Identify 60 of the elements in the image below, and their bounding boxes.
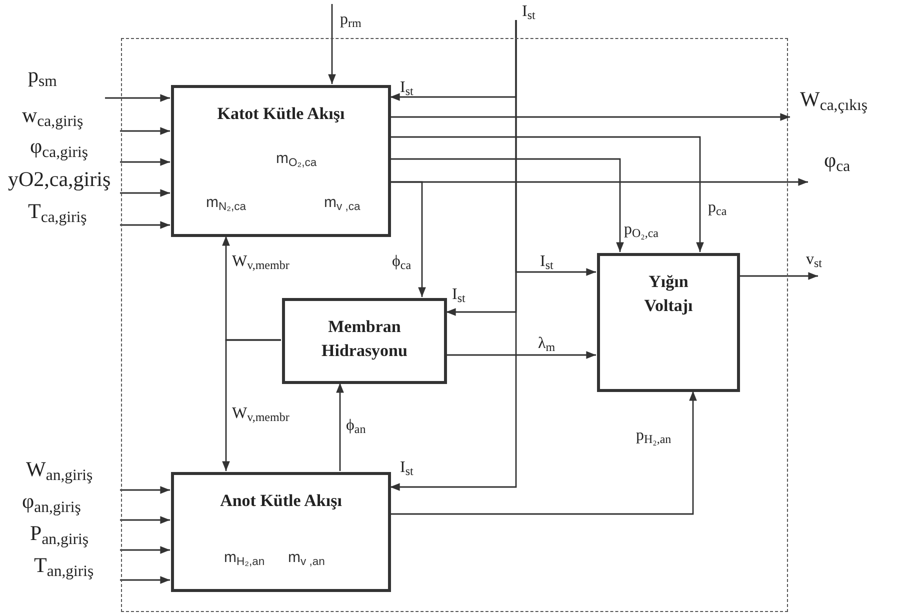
signal-label: I$_{st}$ xyxy=(400,78,414,100)
block-box xyxy=(171,472,391,592)
block-title: Yığın Voltajı xyxy=(643,271,694,317)
signal-arrow xyxy=(390,158,624,252)
signal-label: p$_{sm}$ xyxy=(28,62,57,92)
signal-arrow xyxy=(120,127,170,135)
signal-arrow xyxy=(105,94,170,102)
system-boundary xyxy=(121,38,788,612)
signal-label: φ$_{an,giriş}$ xyxy=(22,488,81,518)
signal-label: W$_{v,membr}$ xyxy=(232,404,290,426)
signal-arrow xyxy=(120,576,170,584)
signal-arrow xyxy=(120,546,170,554)
signal-arrow xyxy=(739,272,818,280)
signal-label: p$_{rm}$ xyxy=(340,10,362,32)
state-variable: m$_{O₂,ca}$ xyxy=(276,149,317,170)
block-box xyxy=(171,85,391,237)
signal-label: φ$_{ca,giriş}$ xyxy=(30,133,88,162)
signal-label: p$_{O₂,ca}$ xyxy=(624,220,659,242)
signal-label: I$_{st}$ xyxy=(540,252,554,274)
signal-label: W$_{an,giriş}$ xyxy=(26,456,93,486)
signal-label: W$_{v,membr}$ xyxy=(232,252,290,274)
signal-arrow xyxy=(390,181,426,297)
signal-label: I$_{st}$ xyxy=(452,285,466,307)
signal-label: λ$_{m}$ xyxy=(538,334,556,356)
state-variable: m$_{v ,ca}$ xyxy=(324,193,360,214)
state-variable: m$_{N₂,ca}$ xyxy=(206,193,246,214)
block-title: Membran Hidrasyonu xyxy=(320,316,408,362)
signal-arrow xyxy=(120,221,170,229)
block-title: Anot Kütle Akışı xyxy=(219,490,343,512)
signal-arrow xyxy=(390,113,790,121)
signal-label: I$_{st}$ xyxy=(400,458,414,480)
signal-label: I$_{st}$ xyxy=(508,0,536,24)
signal-label: p$_{ca}$ xyxy=(708,198,727,220)
signal-label: P$_{an,giriş}$ xyxy=(30,520,88,550)
signal-arrow xyxy=(390,136,704,252)
signal-label: φ$_{ca}$ xyxy=(824,147,850,176)
block-box xyxy=(282,298,447,384)
signal-label: w$_{ca,giriş}$ xyxy=(22,102,84,132)
signal-arrow xyxy=(120,189,170,197)
signal-label: ϕ$_{an}$ xyxy=(346,416,366,438)
signal-arrow xyxy=(120,516,170,524)
signal-label: p$_{H₂,an}$ xyxy=(636,426,672,448)
signal-arrow xyxy=(120,486,170,494)
signal-arrow xyxy=(120,158,170,166)
signal-label: T$_{ca,giriş}$ xyxy=(28,198,87,228)
signal-label: T$_{an,giriş}$ xyxy=(34,552,94,582)
signal-label: v$_{st}$ xyxy=(806,250,822,272)
signal-label: W$_{ca,çıkış}$ xyxy=(800,86,868,116)
signal-arrow xyxy=(336,383,344,471)
signal-arrow xyxy=(222,339,281,471)
signal-label: ϕ$_{ca}$ xyxy=(392,252,412,274)
signal-arrow xyxy=(328,4,336,84)
state-variable: m$_{H₂,an}$ xyxy=(224,548,265,570)
block-title: Katot Kütle Akışı xyxy=(216,103,346,125)
signal-arrow xyxy=(390,20,517,491)
signal-arrow xyxy=(446,351,596,359)
block-box xyxy=(597,253,740,392)
state-variable: m$_{v ,an}$ xyxy=(288,548,325,570)
signal-arrow xyxy=(390,391,697,515)
signal-label: yO2,ca,giriş xyxy=(8,166,111,193)
